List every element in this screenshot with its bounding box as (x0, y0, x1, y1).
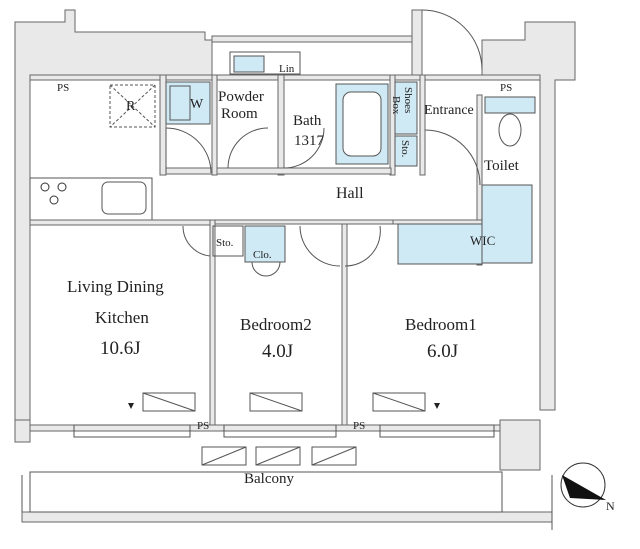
wic-area (397, 223, 483, 265)
room-labels: Living Dining Kitchen 10.6J Bedroom2 4.0… (67, 89, 520, 487)
bedroom2-label: Bedroom2 (240, 315, 312, 334)
toilet-bowl (498, 113, 522, 147)
bedroom1-size: 6.0J (427, 341, 458, 362)
entry-storage-label: Sto. (399, 140, 411, 158)
compass: N (560, 462, 615, 513)
shoes-box-label-line1: Shoes (402, 87, 414, 113)
bath-label: Bath (293, 113, 322, 129)
ps-label-topright: PS (500, 82, 512, 94)
washer-space (165, 81, 211, 125)
shoes-box-label-line2: Box (390, 96, 402, 115)
ldk-size: 10.6J (100, 338, 141, 359)
compass-needle-icon (562, 475, 606, 500)
hall-label: Hall (336, 185, 364, 202)
outer-walls (14, 9, 576, 471)
kitchen-sink (101, 181, 147, 215)
closet-label: Clo. (253, 249, 272, 261)
doors (165, 9, 483, 277)
small-labels: PS PS PS PS R W Lin Sto. Clo. Shoes Box … (57, 63, 512, 432)
ldk-label-line2: Kitchen (95, 308, 149, 327)
wic-label: WIC (470, 233, 495, 248)
shoes-box (394, 81, 418, 135)
powder-room-label-line2: Room (221, 106, 258, 122)
linen-label: Lin (279, 63, 295, 75)
storage-label: Sto. (216, 237, 234, 249)
balcony-label: Balcony (244, 471, 294, 487)
ps-label-bottom-right: PS (353, 420, 365, 432)
refrigerator-label: R (126, 99, 136, 114)
refrigerator-space (109, 84, 156, 128)
entrance-label: Entrance (424, 103, 474, 118)
windows (21, 392, 553, 530)
ps-label-bottom-left: PS (197, 420, 209, 432)
storage-entry (394, 135, 418, 167)
powder-room-label-line1: Powder (218, 89, 264, 105)
ps-label-topleft: PS (57, 82, 69, 94)
ldk-label-line1: Living Dining (67, 277, 164, 296)
bath-size: 1317 (294, 133, 325, 149)
washer-label: W (190, 97, 204, 112)
closet (244, 225, 286, 263)
bedroom1-label: Bedroom1 (405, 315, 477, 334)
toilet-label: Toilet (484, 158, 520, 174)
compass-north-label: N (606, 499, 615, 513)
fixtures (40, 51, 536, 265)
bedroom2-size: 4.0J (262, 341, 293, 362)
